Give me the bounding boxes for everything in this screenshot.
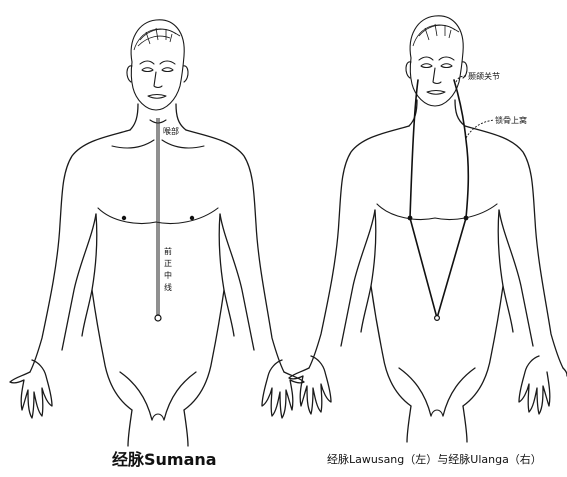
caption-left: 经脉Sumana [112,450,217,469]
svg-text:正: 正 [164,259,172,268]
svg-text:线: 线 [164,282,172,292]
label-throat: 喉部 [163,126,179,136]
label-supraclavicular: 锁骨上窝 [495,115,527,125]
caption-right: 经脉Lawusang（左）与经脉Ulanga（右） [327,452,542,466]
label-midline: 前 正 中 线 [164,246,172,292]
label-jaw-joint: 颞颌关节 [468,71,500,81]
right-body-figure [289,16,567,442]
svg-text:前: 前 [164,246,172,256]
svg-text:中: 中 [164,270,172,280]
left-body-figure [10,20,304,446]
